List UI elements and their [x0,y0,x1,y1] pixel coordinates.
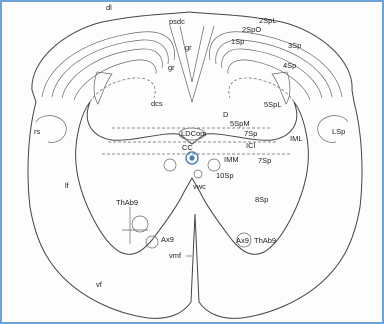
label-2spo: 2SpO [242,25,261,34]
thab9-left-lines [122,207,148,244]
lamina-right-3 [222,49,322,98]
label-vmf: vmf [169,251,182,260]
label-psdc: psdc [169,17,185,26]
label-vwc: vwc [193,182,206,191]
label-4sp: 4Sp [283,61,296,70]
imm-right-circle [208,159,220,171]
label-lsp: LSp [332,127,345,136]
label-rs: rs [34,127,40,136]
cord-outline [28,12,362,318]
label-gr-left: gr [168,63,175,72]
imm-left-circle [164,159,176,171]
label-7sp-b: 7Sp [258,156,271,165]
label-dl: dl [106,3,112,12]
gray-matter-outline [76,102,309,254]
label-ax9-left: Ax9 [161,235,174,244]
lamina-right-4 [228,60,310,100]
label-gr-top: gr [185,43,192,52]
label-1sp: 1Sp [231,37,244,46]
ax9-left-circle [146,236,158,248]
label-vf: vf [96,280,103,289]
label-dcs: dcs [151,99,163,108]
label-3sp: 3Sp [288,41,301,50]
label-iml: IML [290,134,303,143]
label-imm: IMM [224,155,239,164]
left-dorsal-cap [94,72,112,104]
lamina-left-3 [62,49,162,98]
label-5spm: 5SpM [230,119,250,128]
left-lateral-bump [36,116,66,143]
label-ldcom: LDCom [181,129,206,138]
dorsal-column-wedge [170,26,214,102]
lamina-right-2 [216,40,332,97]
label-5spl: 5SpL [264,100,282,109]
spinal-cord-diagram: dl psdc gr gr 1Sp 2SpO 2SpL 3Sp 4Sp 5SpL… [2,2,382,322]
label-10sp: 10Sp [216,171,234,180]
label-d: D [223,110,229,119]
label-thab9-left: ThAb9 [116,198,138,207]
label-lf: lf [65,181,70,190]
cc-ring-inner [189,155,194,160]
label-ax9-right: Ax9 [236,236,249,245]
thab9-left-circle [132,216,148,232]
label-cc: CC [182,143,193,152]
lamina-right-5 [229,78,294,102]
label-ici: ICl [246,141,256,150]
sp10-circle [194,170,202,178]
label-7sp-a: 7Sp [244,129,257,138]
lamina-left-5 [90,78,155,102]
label-8sp: 8Sp [255,195,268,204]
lamina-left-2 [52,40,168,97]
label-thab9-right: ThAb9 [254,236,276,245]
lamina-left-4 [74,60,156,100]
label-2spl: 2SpL [259,16,277,25]
